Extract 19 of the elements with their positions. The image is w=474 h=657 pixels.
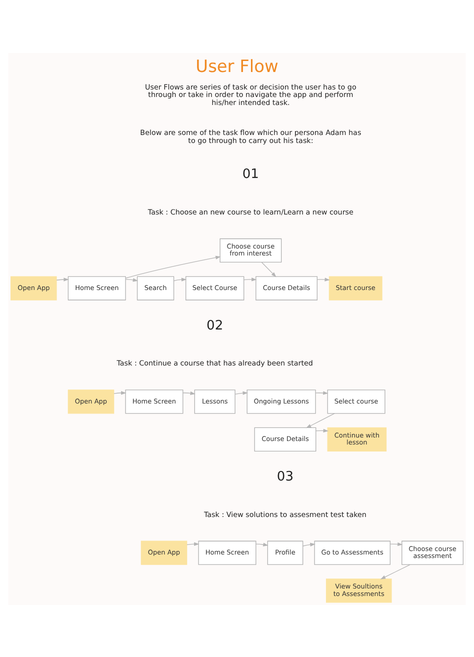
- label: 03: [276, 469, 294, 484]
- arrow: [125, 255, 221, 278]
- arrow: [302, 542, 316, 546]
- arrow: [315, 390, 328, 394]
- arrow: [114, 390, 126, 394]
- arrow: [390, 542, 403, 546]
- arrow: [261, 261, 276, 277]
- arrow: [56, 277, 69, 281]
- diagram-title: User Flow: [196, 55, 278, 76]
- arrow: [174, 277, 187, 281]
- arrow: [234, 390, 248, 394]
- label: 01: [242, 166, 259, 182]
- label: 02: [206, 318, 224, 333]
- arrow: [316, 277, 330, 281]
- arrow: [306, 412, 335, 428]
- arrow: [125, 278, 138, 282]
- arrow: [244, 277, 257, 281]
- arrow: [380, 564, 410, 579]
- arrow: [182, 390, 196, 394]
